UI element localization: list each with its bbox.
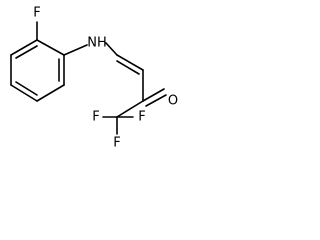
bond-ring-4-inner [15, 81, 38, 96]
bond-c-n [63, 44, 88, 56]
bond-c-o-double-inner [145, 94, 167, 107]
atom-label-fluorine-3: F [113, 136, 120, 151]
bond-ring-6-inner [15, 45, 38, 59]
atom-label-layer: F NH O F F F [33, 6, 178, 151]
bond-c-cf3 [116, 100, 144, 118]
atom-label-fluorine-2: F [138, 110, 145, 125]
structure-canvas: F NH O F F F [10, 6, 178, 151]
atom-label-fluorine-1: F [92, 110, 99, 125]
bond-ring-1 [36, 39, 65, 56]
molecule-diagram: F NH O F F F [10, 6, 178, 151]
bond-ring-6 [10, 39, 38, 56]
atom-label-oxygen: O [168, 94, 178, 109]
bond-layer [10, 21, 167, 135]
bond-c-o-double [142, 88, 165, 102]
bond-c-c-double-inner [116, 60, 140, 75]
bond-c-c-double [116, 54, 144, 71]
atom-label-nitrogen: NH [87, 36, 107, 51]
atom-label-fluorine-aryl: F [33, 6, 40, 21]
bond-ring-3 [36, 84, 65, 102]
bond-ring-4 [10, 84, 38, 102]
bond-n-c [105, 42, 118, 56]
